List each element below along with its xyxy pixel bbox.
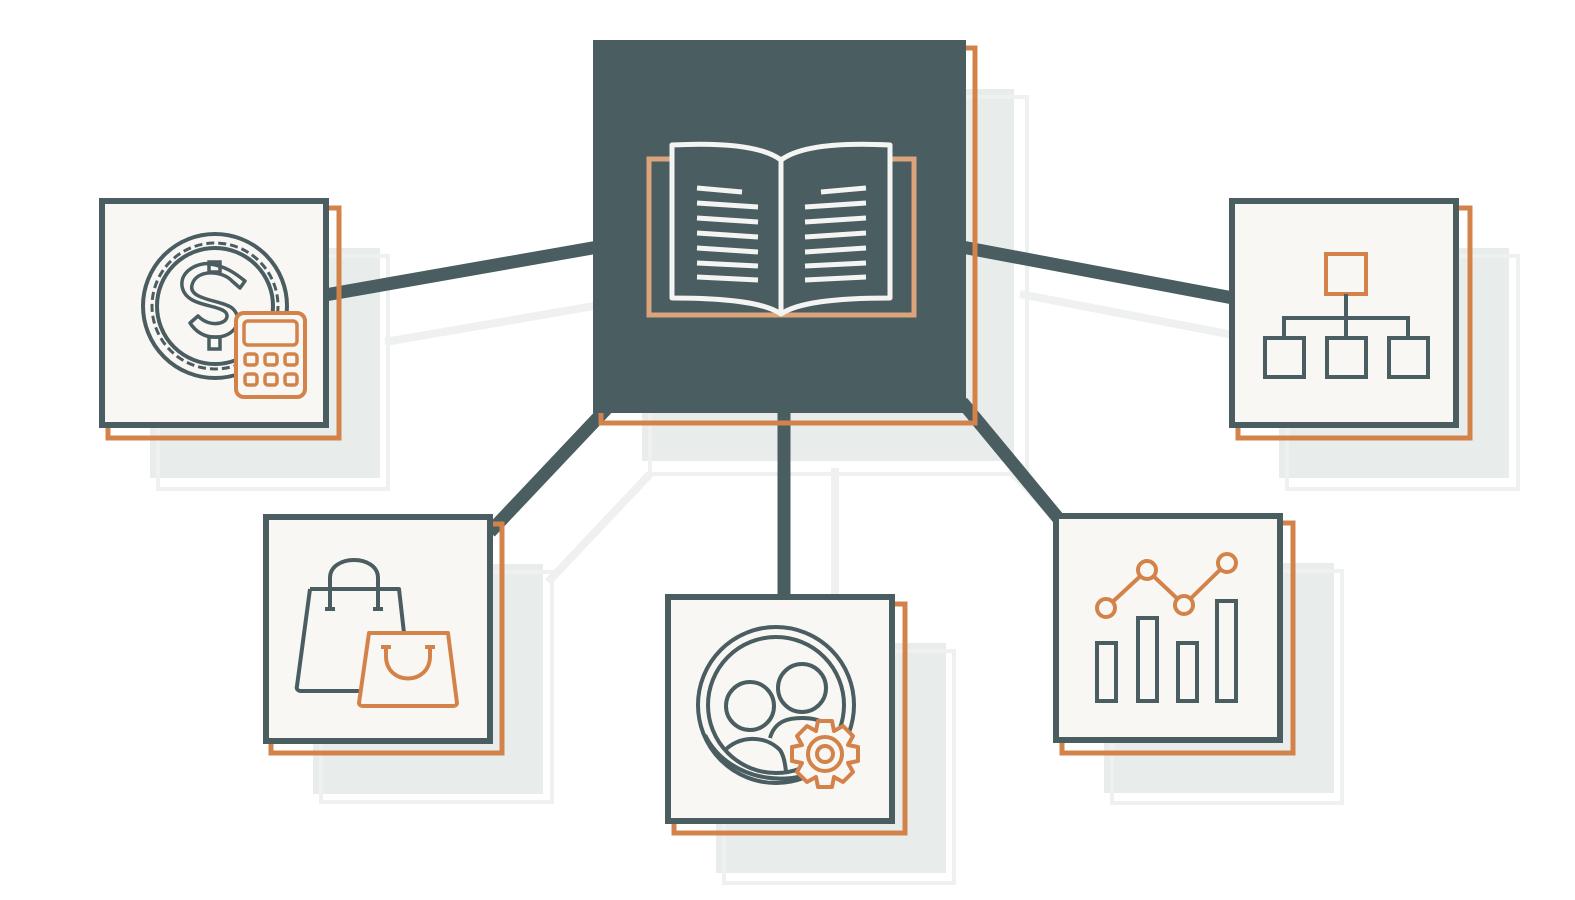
analytics-node — [1053, 513, 1296, 756]
people-gear-icon — [696, 625, 860, 789]
connector-shopping — [485, 400, 615, 537]
bar-line-chart-icon — [1095, 552, 1238, 703]
shopping-bags-icon — [294, 558, 459, 708]
gear-icon — [790, 719, 860, 789]
org-chart-icon — [1263, 252, 1430, 379]
connector-hierarchy — [960, 240, 1235, 305]
finance-node — [99, 198, 342, 441]
connector-analytics — [956, 397, 1064, 523]
shopping-node — [263, 514, 505, 756]
connector-finance — [323, 240, 600, 302]
hub-node — [593, 40, 978, 426]
open-book-icon — [646, 141, 917, 318]
team-node — [665, 594, 908, 836]
hierarchy-node — [1229, 198, 1473, 441]
connectors — [323, 240, 1235, 600]
dollar-coin-calculator-icon — [141, 232, 307, 399]
